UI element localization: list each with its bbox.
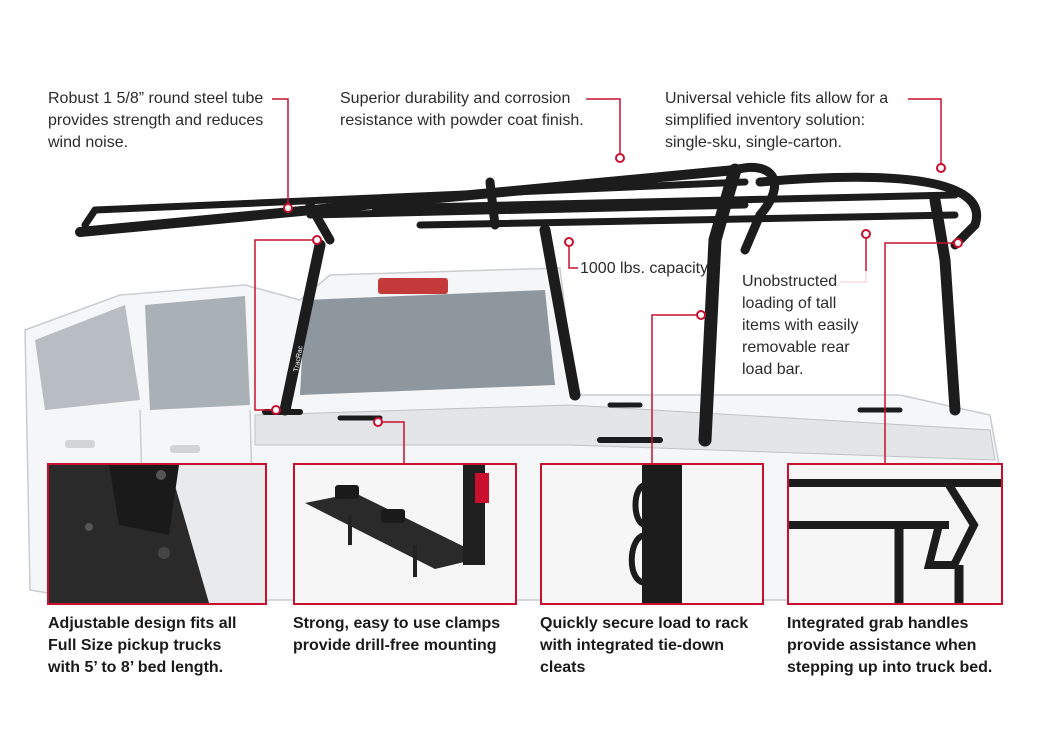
steel-rack xyxy=(75,162,982,447)
cleat-image xyxy=(542,465,762,603)
detail-adjustable-mount xyxy=(47,463,267,605)
callout-leaders xyxy=(254,98,958,463)
detail-clamps xyxy=(293,463,517,605)
detail-grab-handles xyxy=(787,463,1003,605)
callout-load-bar: Unobstructed loading of tall items with … xyxy=(742,271,867,381)
callout-capacity: 1000 lbs. capacity. xyxy=(580,260,712,277)
clamp-image xyxy=(295,465,515,603)
caption-adjustable: Adjustable design fits all Full Size pic… xyxy=(48,615,237,676)
detail-tie-down-cleats xyxy=(540,463,764,605)
grab-handle-image xyxy=(789,465,1001,603)
callout-powder-coat: Superior durability and corrosion resist… xyxy=(340,90,584,129)
brand-label: TracRac xyxy=(293,345,305,372)
adjustable-mount-image xyxy=(49,465,265,603)
caption-grab-handles: Integrated grab handles provide assistan… xyxy=(787,615,993,676)
caption-clamps: Strong, easy to use clamps provide drill… xyxy=(293,615,501,654)
caption-cleats: Quickly secure load to rack with integra… xyxy=(540,615,749,676)
callout-dots xyxy=(271,153,963,427)
callout-tube: Robust 1 5/8” round steel tube provides … xyxy=(48,90,264,151)
callout-universal-fit: Universal vehicle fits allow for a simpl… xyxy=(665,90,889,151)
